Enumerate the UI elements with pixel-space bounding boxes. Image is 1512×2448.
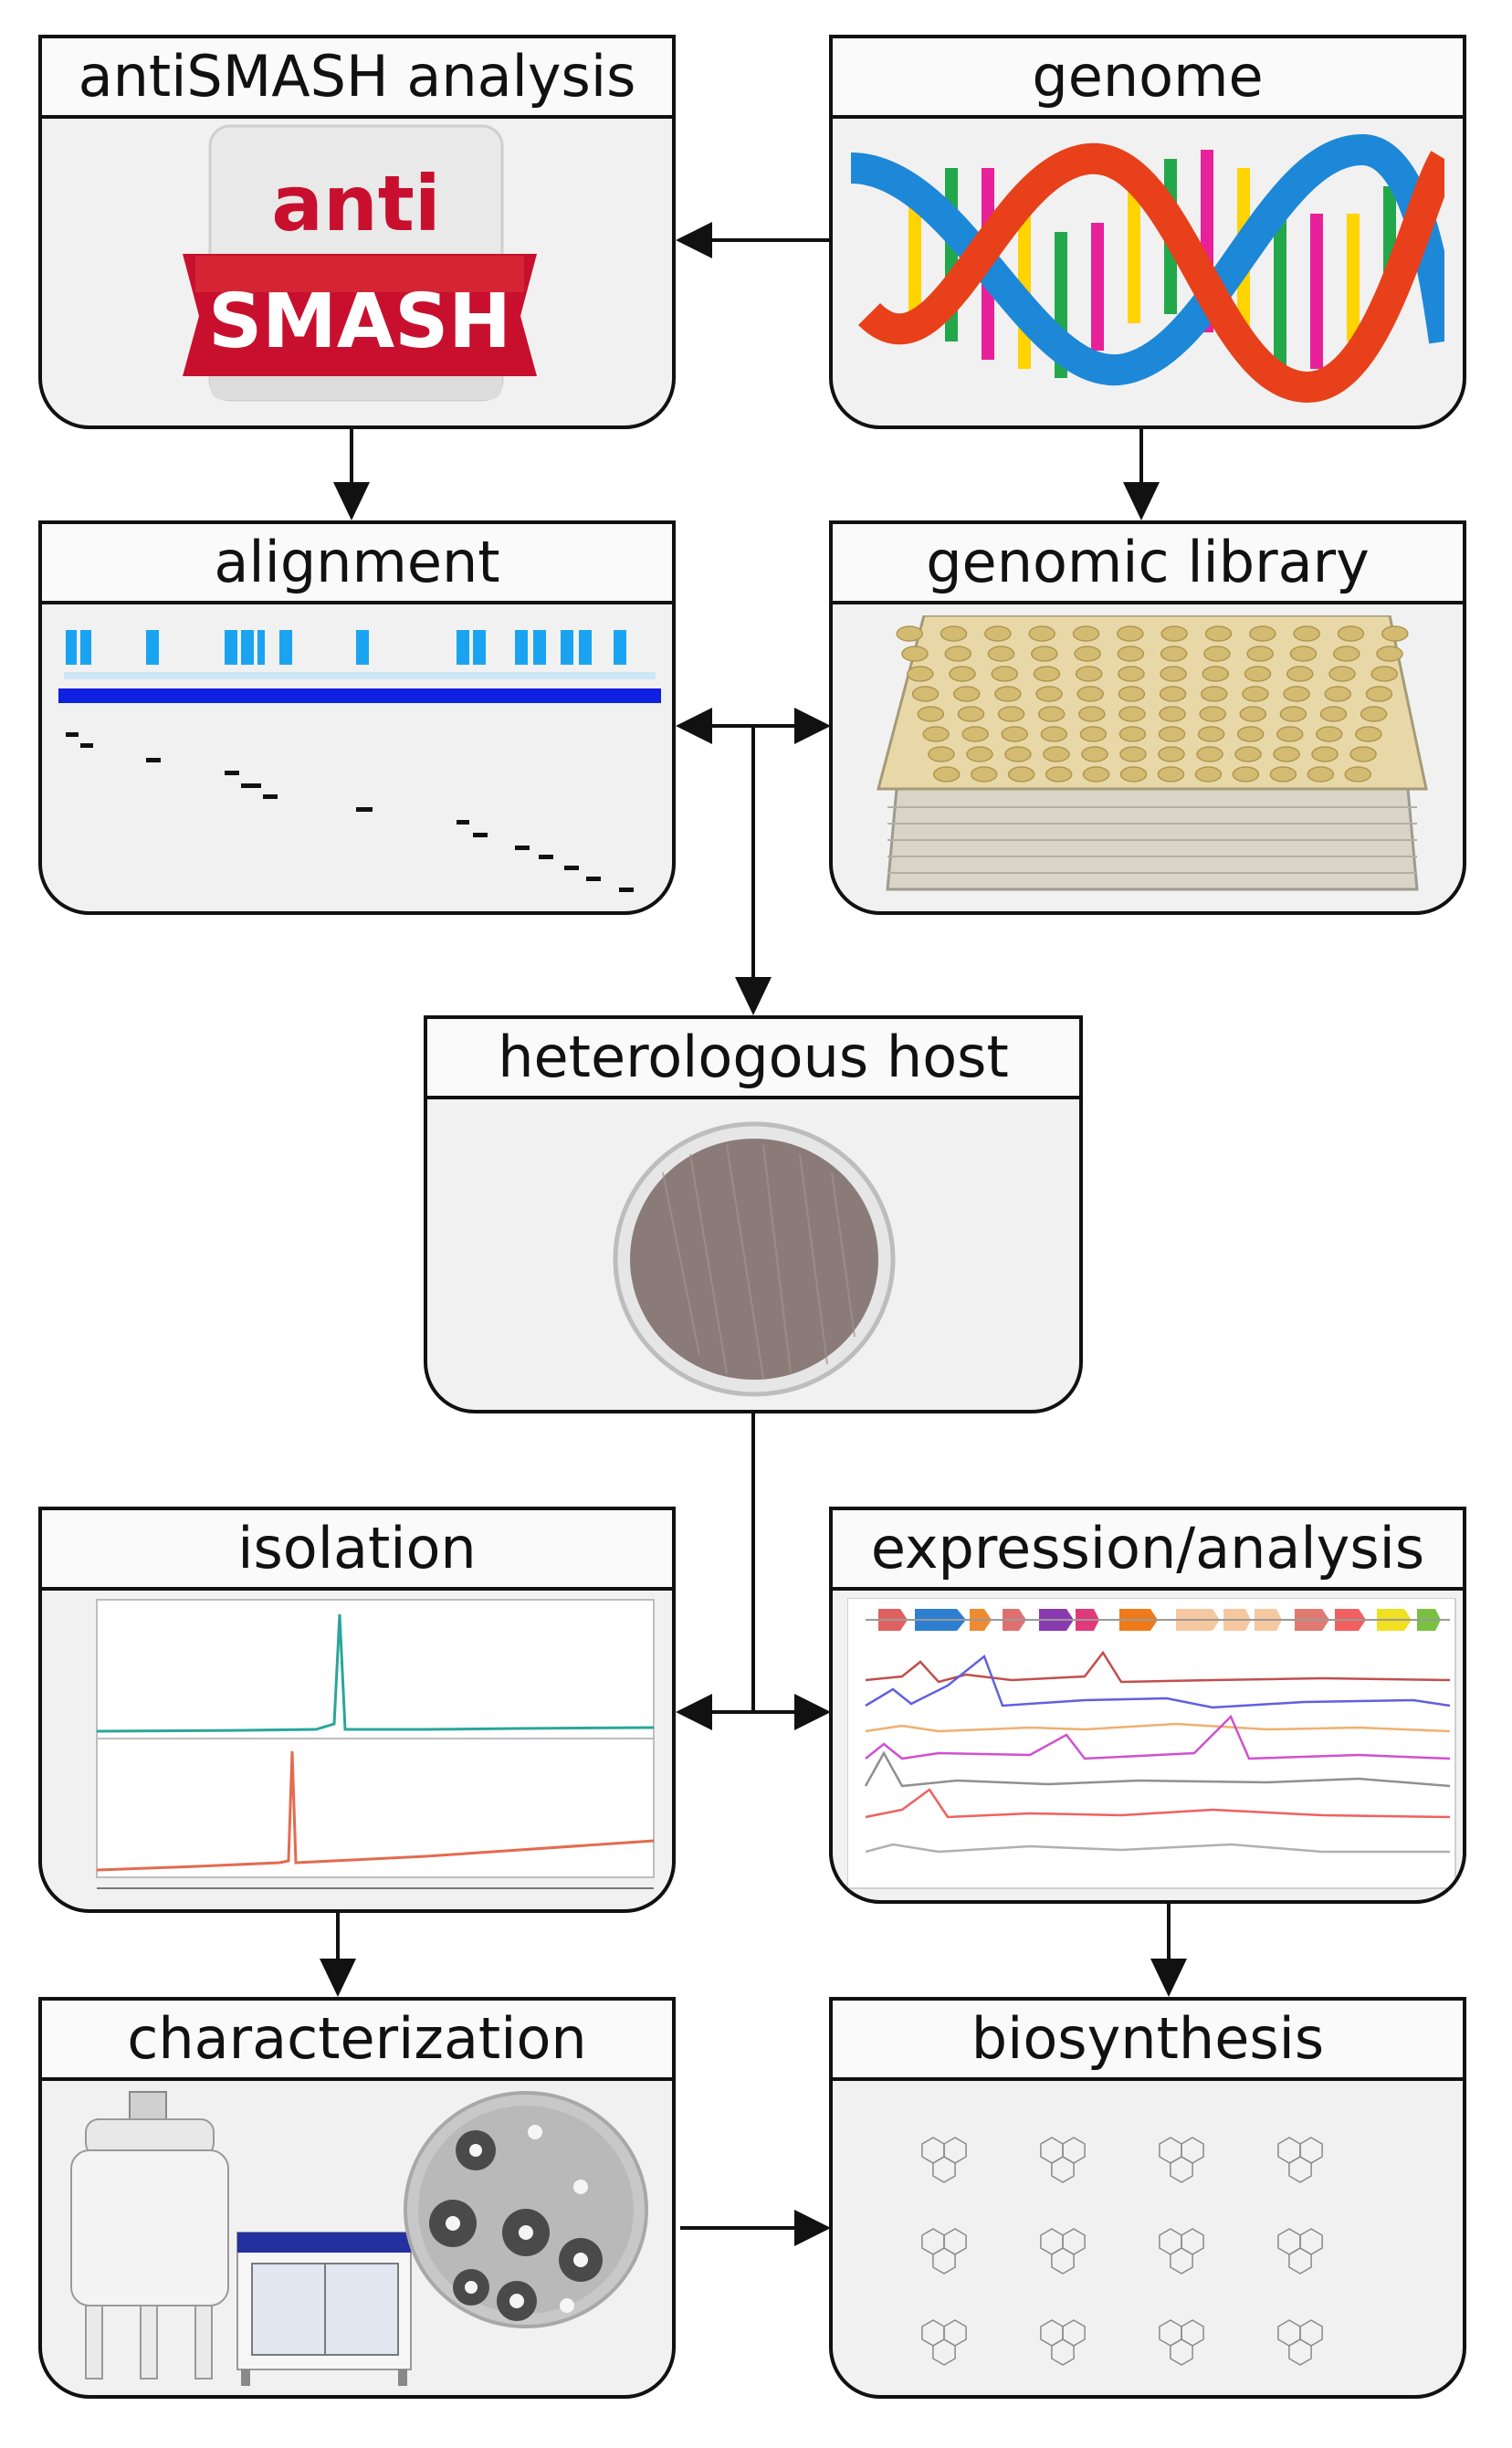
- antismash-box: antiSMASH analysis anti SMASH: [38, 35, 676, 429]
- expression-box: expression/analysis: [829, 1507, 1466, 1904]
- well-plate-stack-icon: [877, 615, 1428, 891]
- biosynthesis-title: biosynthesis: [833, 2001, 1463, 2081]
- nmr-spectrometer-icon: [70, 2091, 229, 2380]
- expression-title: expression/analysis: [833, 1510, 1463, 1591]
- isolation-title: isolation: [42, 1510, 672, 1591]
- genome-box: genome: [829, 35, 1466, 429]
- genomic-library-box: genomic library: [829, 520, 1466, 915]
- antismash-logo-bottom: SMASH: [208, 278, 511, 365]
- dna-helix-icon: [851, 133, 1444, 404]
- isolation-box: isolation: [38, 1507, 676, 1913]
- hplc-instrument-icon: [236, 2232, 412, 2386]
- antismash-title: antiSMASH analysis: [42, 38, 672, 119]
- characterization-box: characterization: [38, 1997, 676, 2399]
- antismash-logo-top: anti: [271, 159, 440, 248]
- gene-cluster-traces-icon: [847, 1598, 1456, 1889]
- petri-dish-icon: [613, 1121, 896, 1397]
- alignment-box: alignment: [38, 520, 676, 915]
- alignment-title: alignment: [42, 524, 672, 604]
- antismash-logo-icon: anti SMASH: [183, 124, 537, 402]
- characterization-title: characterization: [42, 2001, 672, 2081]
- genome-title: genome: [833, 38, 1463, 119]
- agar-diffusion-plate-icon: [404, 2091, 648, 2328]
- biosynthesis-box: biosynthesis: [829, 1997, 1466, 2399]
- genomic-library-title: genomic library: [833, 524, 1463, 604]
- heterologous-host-box: heterologous host: [424, 1015, 1083, 1413]
- chromatogram-icon: [96, 1599, 655, 1889]
- alignment-track-icon: [58, 630, 661, 892]
- biosynthetic-pathway-icon: [921, 2137, 1323, 2366]
- heterologous-host-title: heterologous host: [427, 1019, 1079, 1099]
